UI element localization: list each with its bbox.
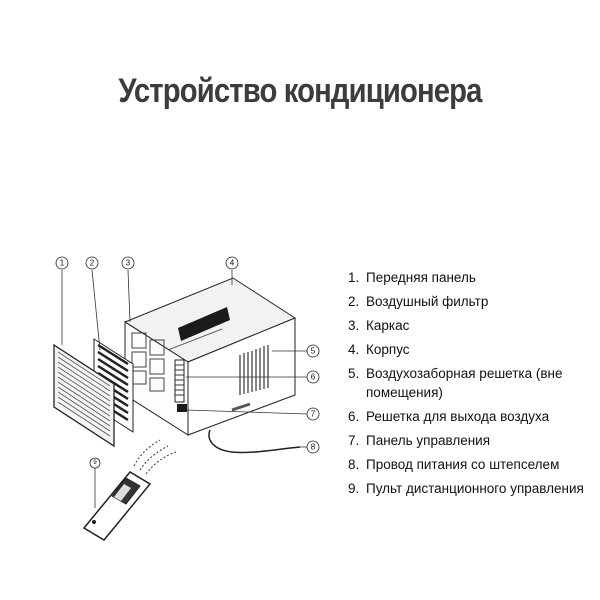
legend-label: Решетка для выхода воздуха: [366, 409, 550, 424]
legend-label: Провод питания со штепселем: [366, 457, 560, 472]
legend-number: 5.: [348, 366, 360, 381]
remote-control: [82, 439, 177, 541]
frame: [124, 321, 189, 436]
legend-number: 9.: [348, 481, 360, 496]
front-panel: [53, 343, 115, 448]
legend-item: 6. Решетка для выхода воздуха: [348, 407, 598, 426]
legend-label: Каркас: [366, 318, 410, 333]
legend-label: Воздухозаборная решетка (вне помещения): [366, 366, 563, 400]
legend-number: 7.: [348, 433, 360, 448]
legend-number: 3.: [348, 318, 360, 333]
legend-number: 4.: [348, 342, 360, 357]
callout-5: 5: [311, 347, 316, 356]
legend-number: 6.: [348, 409, 360, 424]
callout-1: 1: [60, 259, 65, 268]
legend-number: 1.: [348, 270, 360, 285]
legend-number: 8.: [348, 457, 360, 472]
callouts: [55, 256, 320, 469]
callout-3: 3: [126, 259, 131, 268]
legend-item: 5. Воздухозаборная решетка (вне помещени…: [348, 364, 598, 402]
callout-7: 7: [311, 410, 316, 419]
legend-item: 8. Провод питания со штепселем: [348, 455, 598, 474]
legend-item: 2. Воздушный фильтр: [348, 292, 598, 311]
legend-label: Корпус: [366, 342, 410, 357]
callout-8: 8: [311, 443, 316, 452]
legend-item: 9. Пульт дистанционного управления: [348, 479, 598, 498]
legend-label: Панель управления: [366, 433, 491, 448]
legend-item: 4. Корпус: [348, 340, 598, 359]
legend-label: Пульт дистанционного управления: [366, 481, 584, 496]
callout-4: 4: [230, 259, 235, 268]
legend-label: Передняя панель: [366, 270, 476, 285]
legend-label: Воздушный фильтр: [366, 294, 489, 309]
parts-legend: 1. Передняя панель 2. Воздушный фильтр 3…: [348, 268, 598, 503]
legend-item: 1. Передняя панель: [348, 268, 598, 287]
callout-6: 6: [311, 373, 316, 382]
legend-item: 3. Каркас: [348, 316, 598, 335]
page-title: Устройство кондиционера: [118, 72, 482, 110]
callout-9: 9: [93, 460, 97, 466]
callout-numbers: 1 2 3 4 5 6 7 8 9: [60, 259, 316, 467]
housing: [123, 277, 297, 436]
power-cord: [208, 429, 301, 454]
legend-number: 2.: [348, 294, 360, 309]
legend-item: 7. Панель управления: [348, 431, 598, 450]
side-vents: [239, 345, 269, 395]
callout-2: 2: [90, 259, 95, 268]
